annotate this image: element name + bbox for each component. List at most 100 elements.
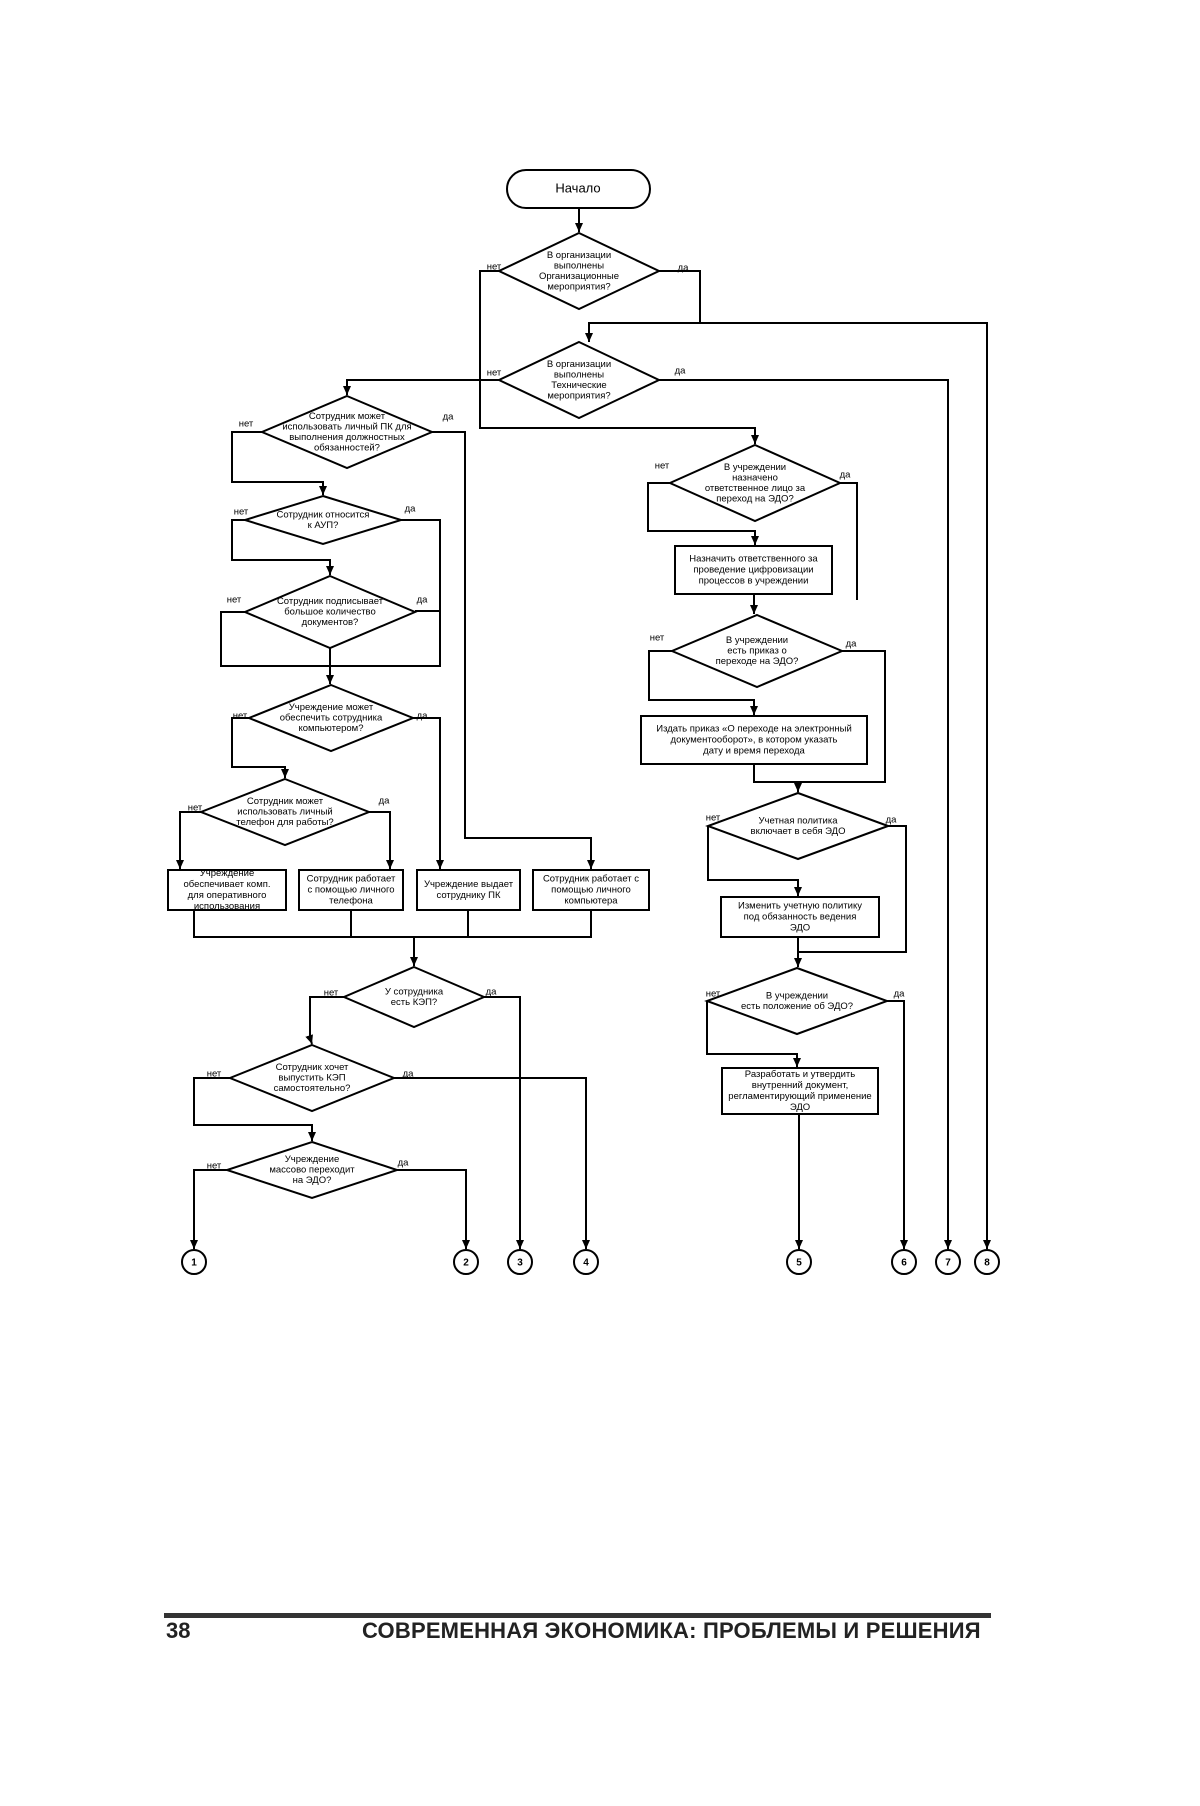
branch-label-yes: да [405, 504, 417, 515]
process-p-regl [721, 1067, 879, 1115]
branch-label-yes: да [840, 470, 852, 481]
process-p-issue_pc [416, 869, 521, 911]
process-p-issue_pc-line: сотруднику ПК [436, 890, 500, 901]
connector-7-label: 7 [945, 1258, 951, 1269]
connector-5 [786, 1249, 812, 1275]
branch-label-no: нет [487, 262, 502, 273]
decision-d-tech-line: выполнены [554, 369, 604, 380]
decision-d-regl-line: есть положение об ЭДО? [741, 1001, 853, 1012]
branch-label-yes: да [846, 639, 858, 650]
connector-2 [453, 1249, 479, 1275]
process-p-work_pc [532, 869, 650, 911]
decision-d-kep-line: есть КЭП? [391, 997, 437, 1008]
branch-label-no: нет [234, 507, 249, 518]
process-p-comp_oper [167, 869, 287, 911]
flow-edge [798, 825, 907, 953]
connector-5-label: 5 [796, 1258, 802, 1269]
branch-label-no: нет [706, 813, 721, 824]
process-p-work_phone [298, 869, 404, 911]
decision-d-kep-line: У сотрудника [385, 986, 444, 997]
process-p-policy-line: Изменить учетную политику [738, 901, 862, 912]
decision-d-resp-line: переход на ЭДО? [716, 493, 793, 504]
journal-title: СОВРЕМЕННАЯ ЭКОНОМИКА: ПРОБЛЕМЫ И РЕШЕНИ… [362, 1618, 981, 1643]
process-p-work_phone-line: Сотрудник работает [307, 874, 396, 885]
decision-d-docs-line: документов? [302, 617, 359, 628]
decision-d-tech-line: В организации [547, 359, 611, 370]
decision-d-aup-line: Сотрудник относится [277, 509, 370, 520]
decision-d-phone-line: телефон для работы? [236, 817, 333, 828]
decision-d-order-line: есть приказ о [727, 646, 787, 657]
branch-label-yes: да [443, 412, 455, 423]
connector-8-label: 8 [984, 1258, 990, 1269]
branch-label-no: нет [188, 803, 203, 814]
process-p-work_pc-line: помощью личного [551, 885, 631, 896]
flow-edge [397, 1169, 470, 1249]
process-p-policy-line: под обязанность ведения [744, 912, 857, 923]
decision-d-order-line: В учреждении [726, 635, 788, 646]
decision-d-self-line: выпустить КЭП [278, 1073, 345, 1084]
decision-d-aup-line: к АУП? [308, 520, 339, 531]
process-p-policy-line: ЭДО [790, 923, 810, 934]
process-p-regl-line: регламентирующий применение [728, 1091, 871, 1102]
branch-label-yes: да [486, 987, 498, 998]
flow-edge [648, 650, 758, 715]
flow-edge [840, 482, 858, 600]
decision-d-pc-line: использовать личный ПК для [282, 421, 411, 432]
decision-d-resp-line: В учреждении [724, 462, 786, 473]
decision-d-aup [241, 494, 405, 546]
flow-edge [484, 996, 524, 1249]
process-p-order [640, 715, 868, 765]
flow-edge [193, 1077, 316, 1141]
decision-d-docs [242, 574, 418, 650]
branch-label-yes: да [894, 989, 906, 1000]
flow-edge [647, 482, 759, 545]
decision-d-provide-line: Учреждение может [289, 702, 374, 713]
flow-edge [413, 717, 444, 869]
connector-7 [935, 1249, 961, 1275]
decision-d-mass-line: Учреждение [285, 1154, 339, 1165]
connector-4-label: 4 [583, 1258, 589, 1269]
process-p-comp_oper-line: использования [194, 901, 260, 912]
decision-d-org-line: выполнены [554, 260, 604, 271]
branch-label-no: нет [655, 461, 670, 472]
flow-edge [432, 431, 595, 869]
decision-d-docs-line: большое количество [284, 607, 376, 618]
connector-1-label: 1 [191, 1258, 197, 1269]
branch-label-no: нет [233, 711, 248, 722]
edge-tech-no [343, 379, 499, 395]
connector-1 [181, 1249, 207, 1275]
page-number: 38 [166, 1618, 191, 1643]
decision-d-order-line: переходе на ЭДО? [716, 656, 799, 667]
branch-label-yes: да [417, 595, 429, 606]
branch-label-yes: да [886, 815, 898, 826]
decision-d-regl [704, 966, 890, 1036]
decision-d-org-line: В организации [547, 250, 611, 261]
branch-label-no: нет [324, 988, 339, 999]
flow-edge [706, 1001, 801, 1067]
decision-d-pc-line: обязанностей? [314, 442, 380, 453]
connector-4 [573, 1249, 599, 1275]
edge-to-7 [659, 379, 952, 1249]
process-p-regl-line: ЭДО [790, 1102, 810, 1113]
edge-to-8 [700, 322, 991, 1249]
flow-edge [190, 1169, 227, 1249]
connector-6 [891, 1249, 917, 1275]
flow-edge [305, 996, 344, 1045]
edge-org-no [479, 270, 759, 444]
decision-d-tech-line: мероприятия? [547, 390, 610, 401]
decision-d-org-line: мероприятия? [547, 281, 610, 292]
flow-edge [231, 717, 289, 778]
decision-d-resp [667, 443, 843, 523]
branch-label-no: нет [239, 419, 254, 430]
process-p-assign-line: процессов в учреждении [699, 576, 809, 587]
decision-d-phone-line: использовать личный [237, 807, 332, 818]
process-p-regl-line: Разработать и утвердить [745, 1069, 855, 1080]
connector-3-label: 3 [517, 1258, 523, 1269]
branch-label-no: нет [706, 989, 721, 1000]
flow-edge [887, 1000, 908, 1249]
flow-edge [401, 519, 441, 611]
decision-d-pc-line: Сотрудник может [309, 411, 386, 422]
process-p-assign [674, 545, 833, 595]
branch-labels: нет да нет да нет да нет да нет да нет да нет да нет да… [188, 262, 905, 1172]
